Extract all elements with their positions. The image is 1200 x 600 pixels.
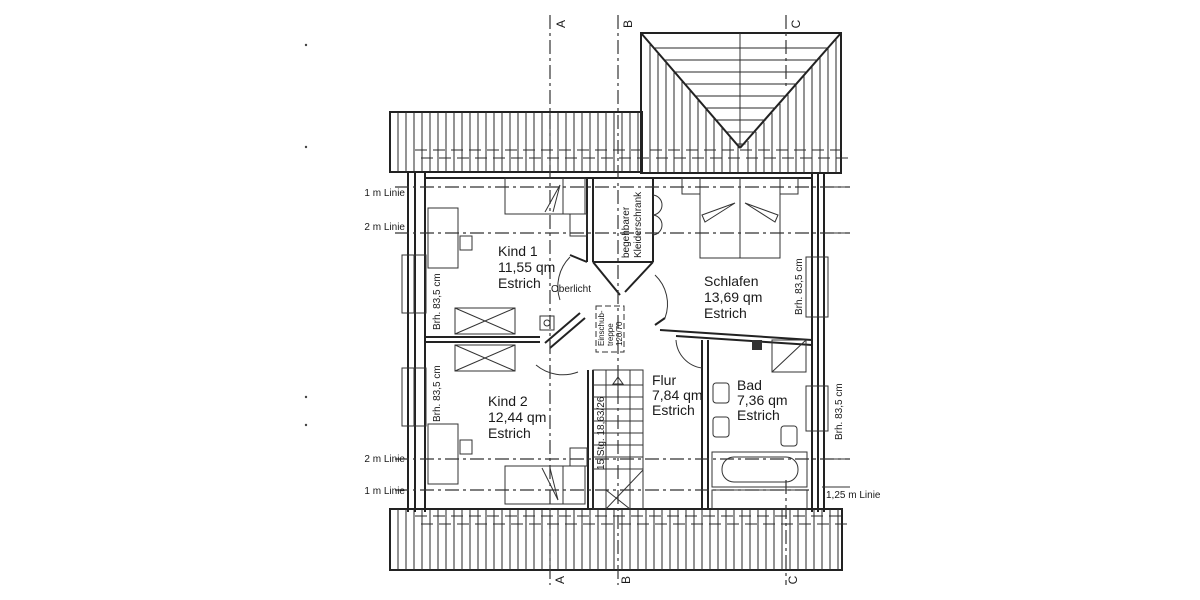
height-label-2m-top: 2 m Linie — [364, 222, 405, 233]
closet-doors — [652, 194, 663, 236]
window-left-kind1 — [401, 254, 427, 314]
window-left-kind2 — [401, 367, 427, 427]
sill-label-kind1: Brh. 83,5 cm — [432, 273, 443, 330]
section-marker-c-bottom: C — [786, 575, 800, 584]
section-marker-a-bottom: A — [553, 576, 567, 584]
attic-stair-label-2: treppe — [606, 323, 615, 346]
svg-text:Kind 1: Kind 1 — [498, 243, 538, 259]
height-label-1m-bottom: 1 m Linie — [364, 486, 405, 497]
height-label-1m-top: 1 m Linie — [364, 188, 405, 199]
window-right-schlafen — [805, 256, 829, 318]
attic-stair-label-1: Einschub- — [597, 310, 606, 346]
svg-text:13,69 qm: 13,69 qm — [704, 289, 762, 305]
height-lines — [395, 186, 850, 491]
staircase — [592, 369, 644, 510]
door-swings — [535, 256, 703, 376]
svg-text:Estrich: Estrich — [652, 402, 695, 418]
section-marker-c-top: C — [789, 19, 803, 28]
bath-fixtures — [711, 339, 808, 510]
closet-label-line1: begehbarer — [621, 206, 632, 258]
attic-stair-label-3: 120/70 — [615, 321, 624, 346]
bed-kind1 — [504, 177, 588, 237]
svg-text:Estrich: Estrich — [488, 425, 531, 441]
svg-text:7,36 qm: 7,36 qm — [737, 392, 788, 408]
margin-dots — [304, 43, 308, 427]
section-marker-b-top: B — [621, 20, 635, 28]
svg-text:Estrich: Estrich — [704, 305, 747, 321]
sill-label-schlafen: Brh. 83,5 cm — [794, 258, 805, 315]
svg-text:Kind 2: Kind 2 — [488, 393, 528, 409]
closet-label-line2: Kleiderschrank — [633, 191, 644, 258]
section-marker-b-bottom: B — [619, 576, 633, 584]
svg-text:Flur: Flur — [652, 372, 676, 388]
roof-top-eave — [389, 111, 649, 173]
height-label-2m-bottom: 2 m Linie — [364, 454, 405, 465]
svg-text:Bad: Bad — [737, 377, 762, 393]
height-label-125m: 1,25 m Linie — [826, 490, 881, 501]
skylight-kind1 — [454, 307, 555, 335]
svg-text:7,84 qm: 7,84 qm — [652, 387, 703, 403]
section-marker-a-top: A — [554, 20, 568, 28]
svg-text:Estrich: Estrich — [498, 275, 541, 291]
sill-label-bad: Brh. 83,5 cm — [834, 383, 845, 440]
window-right-bad — [805, 385, 829, 432]
room-label-kind1: Kind 1 11,55 qm Estrich — [498, 243, 555, 291]
svg-text:12,44 qm: 12,44 qm — [488, 409, 546, 425]
room-label-bad: Bad 7,36 qm Estrich — [737, 377, 788, 423]
double-bed-schlafen — [681, 177, 799, 259]
svg-text:Estrich: Estrich — [737, 407, 780, 423]
bed-kind2 — [504, 447, 588, 505]
svg-text:Schlafen: Schlafen — [704, 273, 758, 289]
room-label-flur: Flur 7,84 qm Estrich — [652, 372, 703, 418]
sill-label-kind2: Brh. 83,5 cm — [432, 365, 443, 422]
room-label-schlafen: Schlafen 13,69 qm Estrich — [704, 273, 762, 321]
desk-kind1 — [427, 207, 473, 269]
section-lines — [549, 15, 787, 585]
attic-hatch — [595, 305, 625, 353]
desk-kind2 — [427, 423, 473, 485]
svg-text:11,55 qm: 11,55 qm — [498, 259, 555, 275]
skylight-kind2 — [454, 344, 516, 372]
stairs-label: 15 Stg. 18,63/26 — [596, 396, 607, 470]
skylight-label: Oberlicht — [551, 284, 591, 295]
roof-bottom-eave — [389, 508, 847, 571]
room-label-kind2: Kind 2 12,44 qm Estrich — [488, 393, 546, 441]
dormer-roof — [640, 32, 848, 174]
